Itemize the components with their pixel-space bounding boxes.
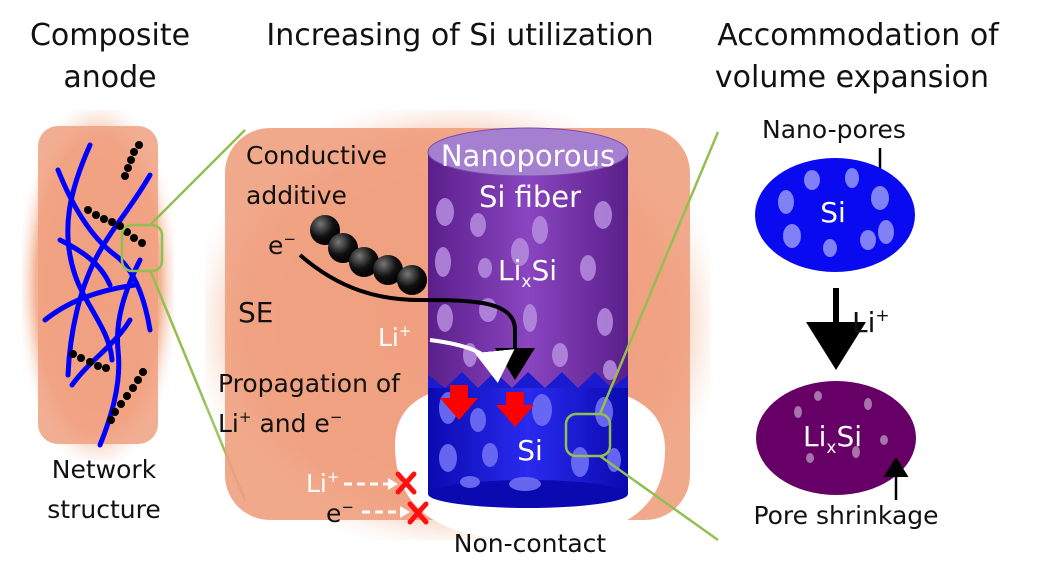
- heading-composite-anode-line1: Composite: [30, 18, 190, 53]
- label-pore-shrinkage: Pore shrinkage: [753, 501, 938, 530]
- composite-anode-panel: Network structure: [22, 110, 174, 524]
- label-si-particle: Si: [820, 196, 846, 229]
- si-particle: [755, 158, 915, 272]
- electron-path-arrow: [298, 253, 535, 380]
- label-li-noncontact: Li+: [306, 468, 339, 498]
- label-lixsi-particle: LixSi: [803, 420, 862, 458]
- label-e-noncontact: e−: [326, 498, 354, 528]
- fiber-top-cap: [428, 128, 628, 176]
- heading-volume-expansion-line1: Accommodation of: [717, 18, 1000, 53]
- label-nanoporous: Nanoporous: [441, 139, 615, 173]
- conductive-additive-chains: [69, 141, 147, 424]
- volume-expansion-panel: Nano-pores Si Li+ LixSi Pore shrinkage: [753, 115, 938, 530]
- conductive-additive-particles: [310, 215, 427, 295]
- blocked-x-icon: [395, 471, 429, 525]
- label-conductive: Conductive: [246, 141, 387, 170]
- label-si-core: Si: [517, 434, 543, 467]
- zoom-box-left: [120, 223, 164, 273]
- lixsi-particle: [756, 381, 916, 495]
- label-se: SE: [238, 296, 273, 329]
- label-li-and-e: Li+and e−: [218, 408, 342, 438]
- label-li-plus-right: Li+: [852, 306, 890, 339]
- label-non-contact: Non-contact: [454, 529, 607, 558]
- label-propagation: Propagation of: [218, 369, 401, 398]
- heading-volume-expansion-line2: volume expansion: [715, 60, 989, 95]
- red-arrow-right: [496, 392, 534, 427]
- si-fiber-network: [42, 142, 153, 448]
- red-arrow-left: [440, 385, 478, 420]
- heading-si-utilization: Increasing of Si utilization: [266, 18, 653, 53]
- heading-composite-anode-line2: anode: [63, 60, 156, 95]
- label-electron: e−: [268, 230, 296, 260]
- label-additive: additive: [246, 181, 347, 210]
- zoom-box-middle: [564, 412, 612, 458]
- label-li-ion: Li+: [378, 322, 411, 352]
- caption-network-line1: Network: [52, 455, 157, 484]
- label-lixsi-fiber: LixSi: [498, 254, 557, 292]
- li-ion-path-arrow: [429, 338, 515, 383]
- label-nano-pores: Nano-pores: [762, 115, 906, 144]
- caption-network-line2: structure: [47, 495, 160, 524]
- label-si-fiber: Si fiber: [479, 180, 581, 214]
- zoom-line-right-top: [598, 131, 720, 415]
- zoom-line-right-bottom: [599, 454, 719, 542]
- lixsi-subscript: x: [521, 272, 531, 292]
- si-utilization-panel: Nanoporous Si fiber LixSi Si Conductive …: [205, 110, 710, 558]
